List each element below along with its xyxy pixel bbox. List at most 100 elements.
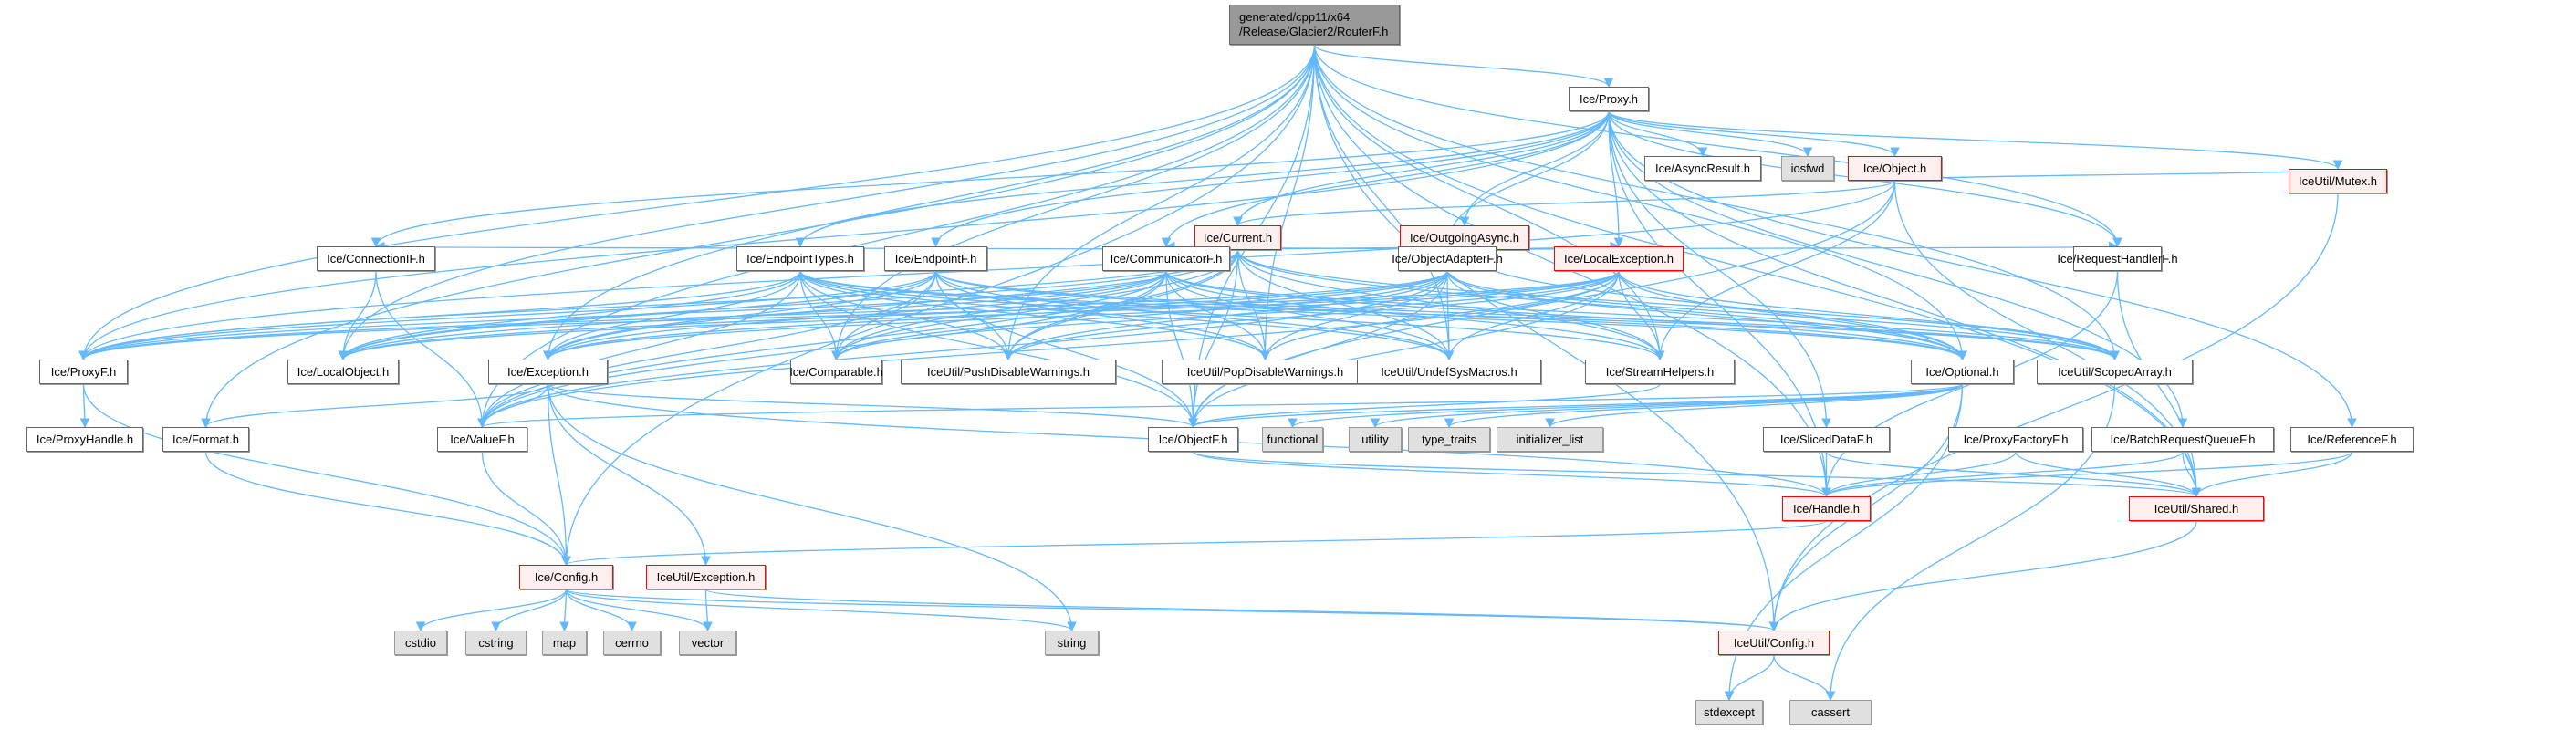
arrowhead-config-to-string: [1067, 621, 1077, 632]
node-proxy[interactable]: Ice/Proxy.h: [1569, 87, 1649, 111]
node-iosfwd[interactable]: iosfwd: [1781, 156, 1834, 181]
node-type_traits[interactable]: type_traits: [1408, 427, 1490, 452]
node-endpointtypes[interactable]: Ice/EndpointTypes.h: [736, 246, 864, 271]
node-object[interactable]: Ice/Object.h: [1848, 156, 1942, 181]
node-label: cstring: [478, 636, 514, 650]
edge-proxy-to-endpointtypes: [799, 110, 1610, 247]
node-cassert[interactable]: cassert: [1789, 700, 1872, 725]
arrowhead-localexception-to-exception: [543, 350, 553, 361]
node-proxyf[interactable]: Ice/ProxyF.h: [39, 360, 128, 384]
node-batchrequestqueuef[interactable]: Ice/BatchRequestQueueF.h: [2091, 427, 2274, 452]
edge-referencef-to-shared: [2195, 451, 2353, 497]
node-root-routerf[interactable]: generated/cpp11/x64 /Release/Glacier2/Ro…: [1229, 5, 1400, 45]
arrowhead-optional-to-initializer_list: [1545, 418, 1555, 429]
node-label: Ice/Comparable.h: [789, 365, 883, 379]
edge-config-to-vector: [565, 589, 709, 631]
node-label: Ice/Format.h: [172, 433, 239, 446]
node-objectf[interactable]: Ice/ObjectF.h: [1148, 427, 1238, 452]
node-config[interactable]: Ice/Config.h: [519, 565, 613, 589]
edge-current-to-objectf: [1192, 249, 1239, 428]
arrowhead-localexception-to-pushdisable: [1003, 350, 1014, 361]
arrowhead-streamhelpers-to-objectf: [1188, 418, 1198, 429]
node-label: Ice/LocalObject.h: [297, 365, 390, 379]
node-scopedarray[interactable]: IceUtil/ScopedArray.h: [2037, 360, 2193, 384]
node-popdisable[interactable]: IceUtil/PopDisableWarnings.h: [1162, 360, 1369, 384]
edge-endpointtypes-to-optional: [799, 270, 1964, 360]
edge-objectadapterf-to-undefsys: [1446, 270, 1450, 360]
node-label: Ice/Current.h: [1203, 231, 1273, 245]
node-map[interactable]: map: [542, 631, 587, 655]
arrowhead-proxy-to-communicatorf: [1161, 237, 1172, 248]
node-handle[interactable]: Ice/Handle.h: [1782, 496, 1871, 521]
node-sliceddataf[interactable]: Ice/SlicedDataF.h: [1763, 427, 1890, 452]
node-proxyhandle[interactable]: Ice/ProxyHandle.h: [26, 427, 143, 452]
node-valuef[interactable]: Ice/ValueF.h: [437, 427, 527, 452]
edge-endpointtypes-to-popdisable: [799, 270, 1267, 360]
node-utility[interactable]: utility: [1349, 427, 1402, 452]
node-label: initializer_list: [1516, 433, 1584, 446]
node-label: Ice/OutgoingAsync.h: [1410, 231, 1519, 245]
node-label: IceUtil/ScopedArray.h: [2058, 365, 2172, 379]
node-requesthandlerf[interactable]: Ice/RequestHandlerF.h: [2057, 246, 2178, 271]
node-label: Ice/ObjectAdapterF.h: [1392, 252, 1503, 266]
edge-config-to-string: [565, 589, 1073, 631]
node-localexception[interactable]: Ice/LocalException.h: [1554, 246, 1684, 271]
node-streamhelpers[interactable]: Ice/StreamHelpers.h: [1585, 360, 1735, 384]
node-endpointf[interactable]: Ice/EndpointF.h: [884, 246, 987, 271]
edge-localexception-to-exception: [547, 270, 1620, 360]
edge-localexception-to-pushdisable: [1007, 270, 1620, 360]
node-initializer_list[interactable]: initializer_list: [1497, 427, 1603, 452]
arrowhead-proxy-to-iosfwd: [1802, 147, 1813, 158]
node-functional[interactable]: functional: [1262, 427, 1323, 452]
node-communicatorf[interactable]: Ice/CommunicatorF.h: [1102, 246, 1230, 271]
node-referencef[interactable]: Ice/ReferenceF.h: [2290, 427, 2414, 452]
node-utilconfig[interactable]: IceUtil/Config.h: [1718, 631, 1830, 655]
node-format[interactable]: Ice/Format.h: [162, 427, 249, 452]
arrowhead-utilconfig-to-stdexcept: [1724, 691, 1735, 702]
edge-root-to-scopedarray: [1313, 44, 2116, 360]
node-asyncresult[interactable]: Ice/AsyncResult.h: [1644, 156, 1761, 181]
edge-proxy-to-current: [1236, 110, 1610, 226]
node-label: Ice/Config.h: [534, 570, 599, 584]
edge-shared-to-utilconfig: [1773, 520, 2197, 631]
node-vector[interactable]: vector: [679, 631, 736, 655]
edge-root-to-proxyf: [82, 44, 1316, 360]
edge-current-to-optional: [1236, 249, 1964, 360]
node-proxyfactoryf[interactable]: Ice/ProxyFactoryF.h: [1948, 427, 2083, 452]
edge-proxy-to-connectionif: [375, 110, 1610, 247]
node-objectadapterf[interactable]: Ice/ObjectAdapterF.h: [1392, 246, 1503, 271]
node-utilexception[interactable]: IceUtil/Exception.h: [646, 565, 766, 589]
node-shared[interactable]: IceUtil/Shared.h: [2129, 496, 2264, 521]
edge-batchrequestqueuef-to-handle: [1825, 451, 2184, 497]
arrowhead-exception-to-utilexception: [701, 556, 711, 567]
node-undefsys[interactable]: IceUtil/UndefSysMacros.h: [1357, 360, 1541, 384]
node-label: utility: [1361, 433, 1389, 446]
node-mutex[interactable]: IceUtil/Mutex.h: [2289, 169, 2387, 193]
node-exception[interactable]: Ice/Exception.h: [488, 360, 608, 384]
node-label: IceUtil/PopDisableWarnings.h: [1186, 365, 1344, 379]
node-cstring[interactable]: cstring: [465, 631, 527, 655]
edge-optional-to-initializer_list: [1549, 383, 1964, 428]
node-label: Ice/EndpointTypes.h: [746, 252, 854, 266]
node-connectionif[interactable]: Ice/ConnectionIF.h: [317, 246, 435, 271]
edge-localexception-to-optional: [1618, 270, 1964, 360]
node-pushdisable[interactable]: IceUtil/PushDisableWarnings.h: [901, 360, 1116, 384]
edge-objectadapterf-to-proxyf: [82, 270, 1448, 360]
edge-exception-to-utilexception: [547, 383, 707, 566]
node-string[interactable]: string: [1045, 631, 1099, 655]
node-current[interactable]: Ice/Current.h: [1194, 225, 1281, 250]
node-cstdio[interactable]: cstdio: [394, 631, 447, 655]
edge-endpointf-to-localobject: [342, 270, 937, 360]
node-optional[interactable]: Ice/Optional.h: [1911, 360, 2014, 384]
node-stdexcept[interactable]: stdexcept: [1695, 700, 1763, 725]
edge-endpointf-to-objectf: [934, 270, 1194, 428]
edge-proxy-to-object: [1608, 110, 1896, 157]
node-localobject[interactable]: Ice/LocalObject.h: [287, 360, 399, 384]
edge-objectadapterf-to-streamhelpers: [1446, 270, 1661, 360]
arrowhead-proxy-to-endpointtypes: [795, 237, 806, 248]
node-cerrno[interactable]: cerrno: [603, 631, 661, 655]
node-label: vector: [691, 636, 725, 650]
arrowhead-proxy-to-object: [1890, 147, 1900, 158]
node-comparable[interactable]: Ice/Comparable.h: [789, 360, 883, 384]
edge-root-to-pushdisable: [1007, 44, 1316, 360]
